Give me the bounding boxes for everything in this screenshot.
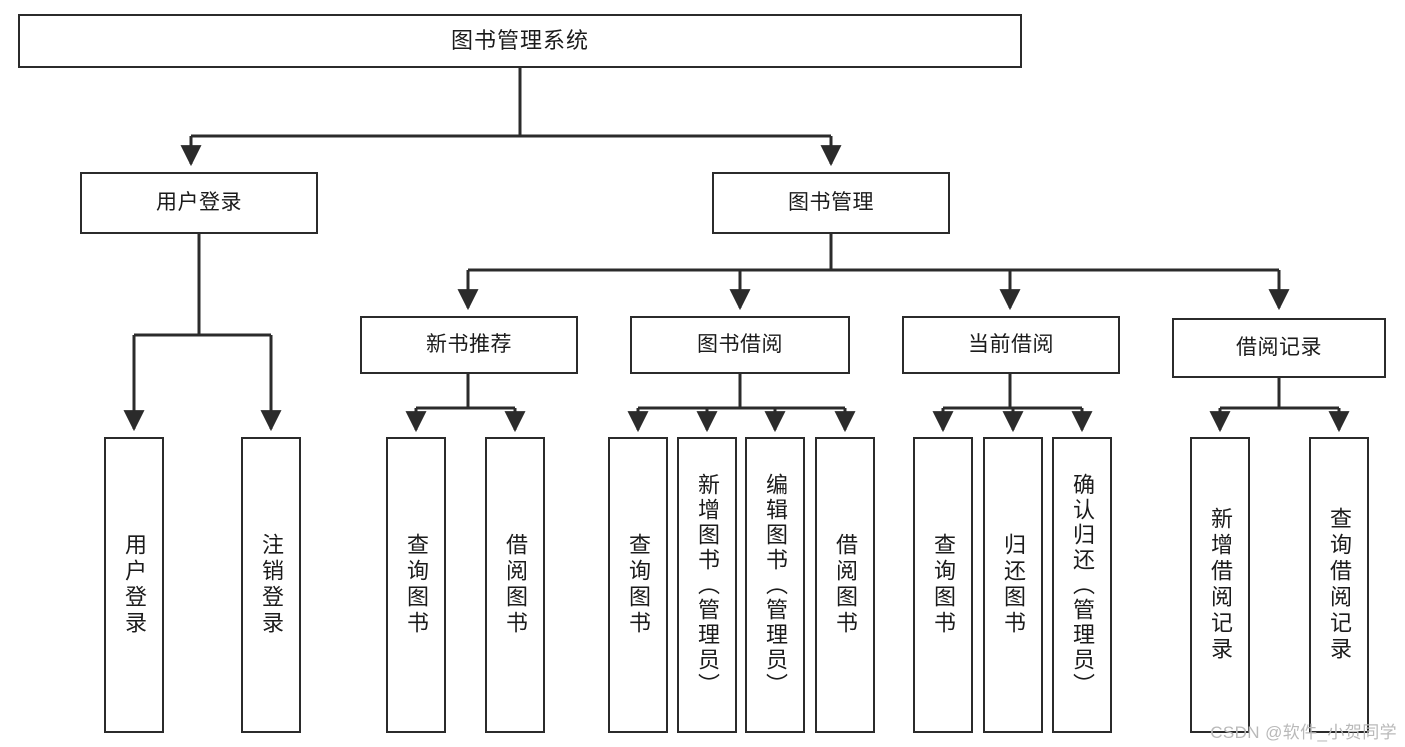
node-leaf-add-book[interactable]: 新增图书（管理员） <box>677 437 737 733</box>
node-root-label: 图书管理系统 <box>450 28 589 54</box>
node-leaf-query-book-2[interactable]: 查询图书 <box>608 437 668 733</box>
node-leaf-user-logout-label: 注销登录 <box>259 533 284 637</box>
node-borrow-record[interactable]: 借阅记录 <box>1172 318 1386 378</box>
node-leaf-return-book-label: 归还图书 <box>1001 533 1026 637</box>
node-book-manage[interactable]: 图书管理 <box>712 172 950 234</box>
node-leaf-add-record-label: 新增借阅记录 <box>1208 507 1233 663</box>
csdn-watermark: CSDN @软件_小贺同学 <box>1210 723 1397 742</box>
node-leaf-user-logout[interactable]: 注销登录 <box>241 437 301 733</box>
node-book-manage-label: 图书管理 <box>788 190 874 214</box>
node-leaf-query-book-2-label: 查询图书 <box>626 533 651 637</box>
node-book-borrow-label: 图书借阅 <box>697 332 783 356</box>
node-leaf-confirm-return[interactable]: 确认归还（管理员） <box>1052 437 1112 733</box>
node-borrow-record-label: 借阅记录 <box>1236 335 1322 359</box>
node-leaf-query-book-3-label: 查询图书 <box>931 533 956 637</box>
node-leaf-add-record[interactable]: 新增借阅记录 <box>1190 437 1250 733</box>
node-leaf-edit-book-label: 编辑图书（管理员） <box>763 472 788 698</box>
node-leaf-query-book-1[interactable]: 查询图书 <box>386 437 446 733</box>
node-new-book-recommend[interactable]: 新书推荐 <box>360 316 578 374</box>
node-leaf-user-login-label: 用户登录 <box>122 533 147 637</box>
node-root[interactable]: 图书管理系统 <box>18 14 1022 68</box>
node-user-login-label: 用户登录 <box>156 190 242 214</box>
node-book-borrow[interactable]: 图书借阅 <box>630 316 850 374</box>
node-leaf-query-book-1-label: 查询图书 <box>404 533 429 637</box>
node-user-login[interactable]: 用户登录 <box>80 172 318 234</box>
node-leaf-borrow-book-2[interactable]: 借阅图书 <box>815 437 875 733</box>
node-leaf-confirm-return-label: 确认归还（管理员） <box>1070 472 1095 698</box>
node-leaf-query-book-3[interactable]: 查询图书 <box>913 437 973 733</box>
node-current-borrow[interactable]: 当前借阅 <box>902 316 1120 374</box>
node-current-borrow-label: 当前借阅 <box>968 332 1054 356</box>
node-leaf-borrow-book-1[interactable]: 借阅图书 <box>485 437 545 733</box>
node-leaf-borrow-book-2-label: 借阅图书 <box>833 533 858 637</box>
node-leaf-borrow-book-1-label: 借阅图书 <box>503 533 528 637</box>
node-new-book-recommend-label: 新书推荐 <box>426 332 512 356</box>
node-leaf-user-login[interactable]: 用户登录 <box>104 437 164 733</box>
node-leaf-return-book[interactable]: 归还图书 <box>983 437 1043 733</box>
node-leaf-edit-book[interactable]: 编辑图书（管理员） <box>745 437 805 733</box>
node-leaf-query-record[interactable]: 查询借阅记录 <box>1309 437 1369 733</box>
node-leaf-query-record-label: 查询借阅记录 <box>1327 507 1352 663</box>
node-leaf-add-book-label: 新增图书（管理员） <box>695 472 720 698</box>
